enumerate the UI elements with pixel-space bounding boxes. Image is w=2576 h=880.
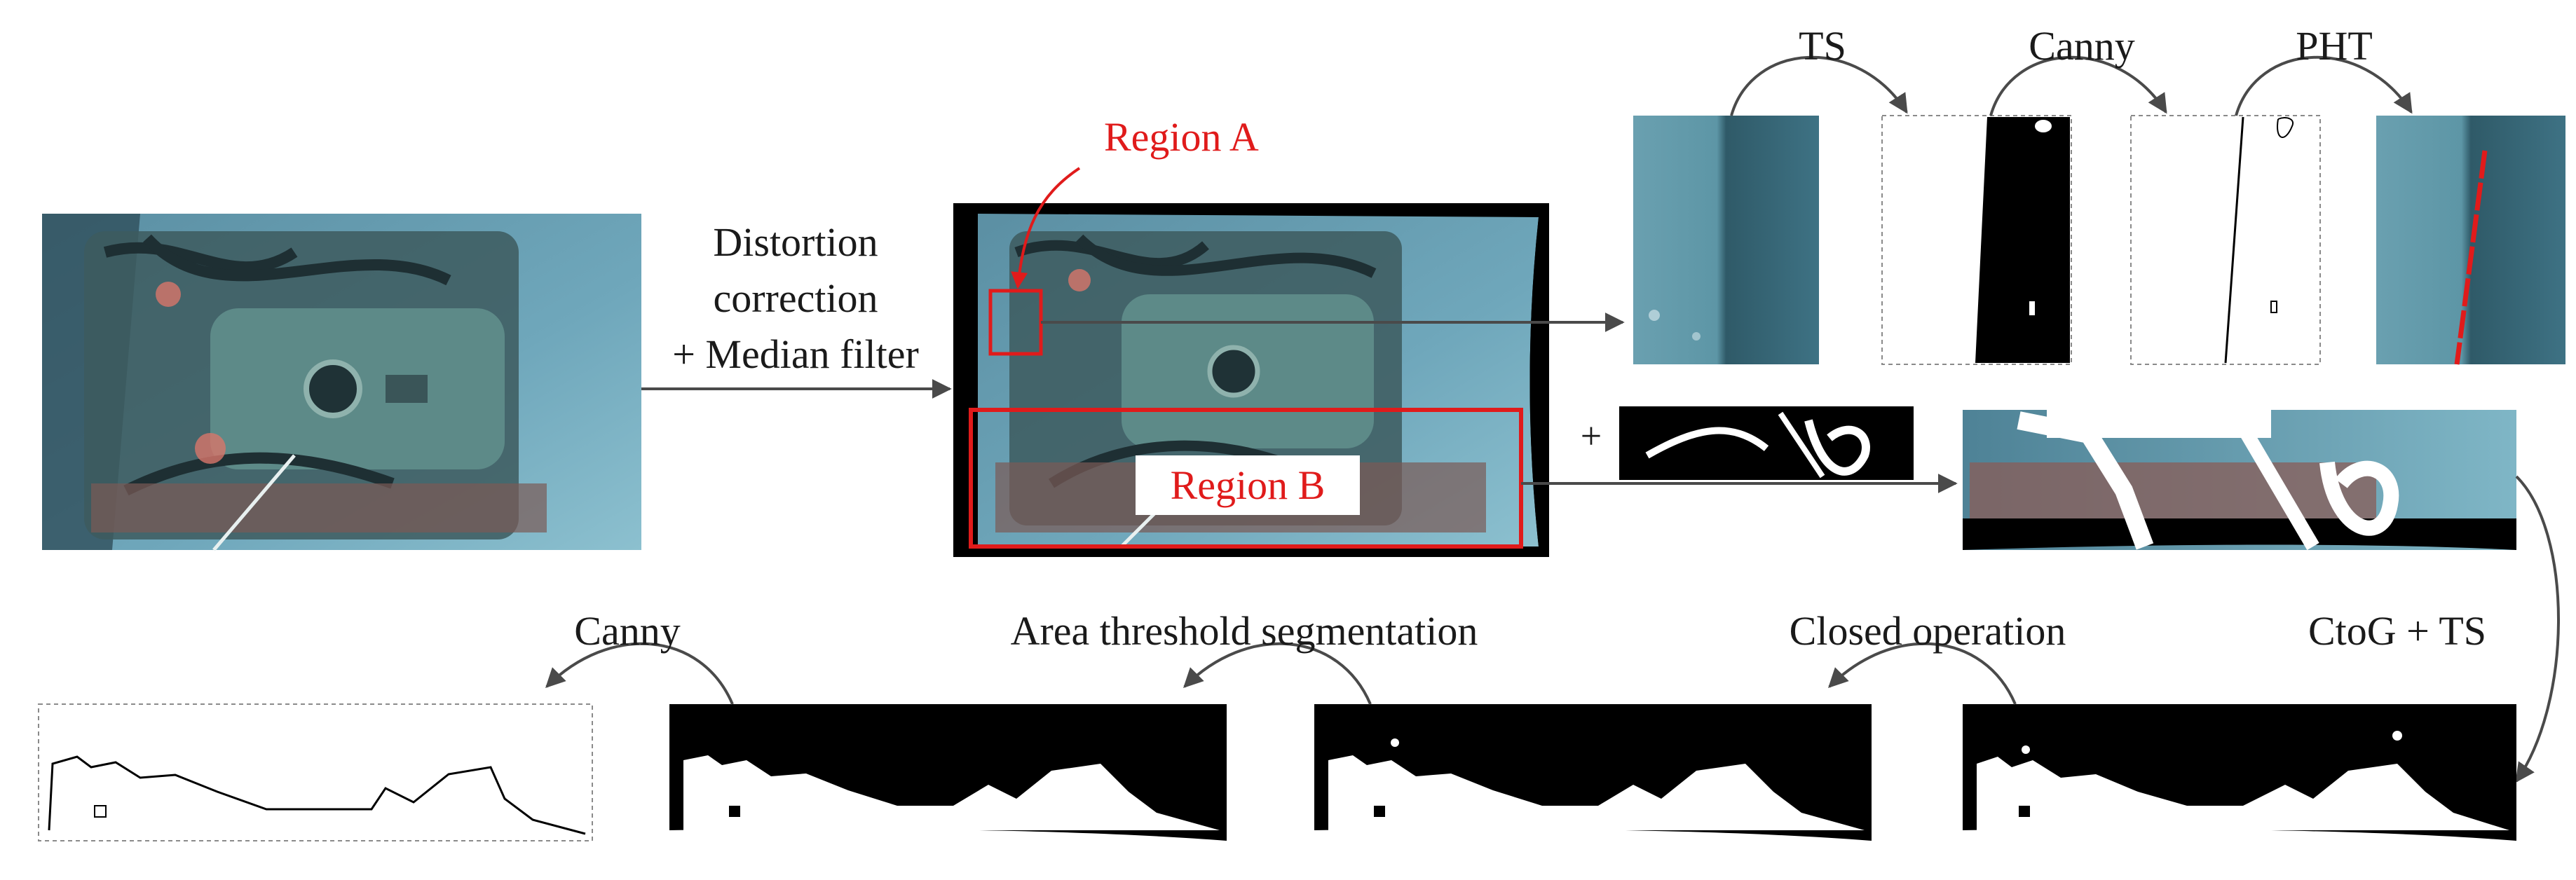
- region-a-label: Region A: [1104, 114, 1259, 160]
- arrow-pht: [2235, 55, 2413, 116]
- arrow-canny-bottom: [545, 642, 734, 705]
- region-a-pointer: [1011, 167, 1081, 289]
- closed-operation-result: [1314, 704, 1872, 841]
- arrow-ctog-ts: [2515, 475, 2560, 783]
- region-a-crop: [1633, 116, 1819, 364]
- label-median-filter: + Median filter: [672, 331, 919, 377]
- cable-mask: [1619, 406, 1914, 480]
- label-canny-bottom: Canny: [574, 608, 680, 654]
- region-b-masked-image: [1963, 410, 2516, 551]
- label-pht: PHT: [2296, 23, 2373, 69]
- input-underwater-image: [42, 214, 641, 551]
- region-b-label: Region B: [1171, 462, 1326, 508]
- hough-transform-result: [2376, 116, 2565, 365]
- ctog-ts-result: [1963, 704, 2516, 841]
- label-area-threshold: Area threshold segmentation: [1011, 608, 1478, 654]
- label-ctog-ts: CtoG + TS: [2308, 608, 2486, 654]
- plus-sign: +: [1581, 415, 1602, 457]
- label-distortion: Distortion: [713, 219, 878, 265]
- threshold-result: [1881, 115, 2072, 365]
- arrow-area-threshold: [1183, 642, 1372, 705]
- region-b-box: [969, 408, 1523, 549]
- arrow-closed-operation: [1828, 642, 2017, 705]
- label-closed-operation: Closed operation: [1790, 608, 2066, 654]
- canny-outline-result: [38, 703, 593, 841]
- canny-edge-result: [2130, 115, 2321, 365]
- label-ts: TS: [1799, 23, 1846, 69]
- label-correction: correction: [713, 275, 878, 321]
- arrow-canny-top: [1989, 55, 2167, 116]
- region-b-label-bg: [1136, 455, 1360, 515]
- arrow-ts: [1730, 55, 1908, 116]
- area-threshold-result: [669, 704, 1227, 841]
- label-canny-top: Canny: [2029, 23, 2134, 69]
